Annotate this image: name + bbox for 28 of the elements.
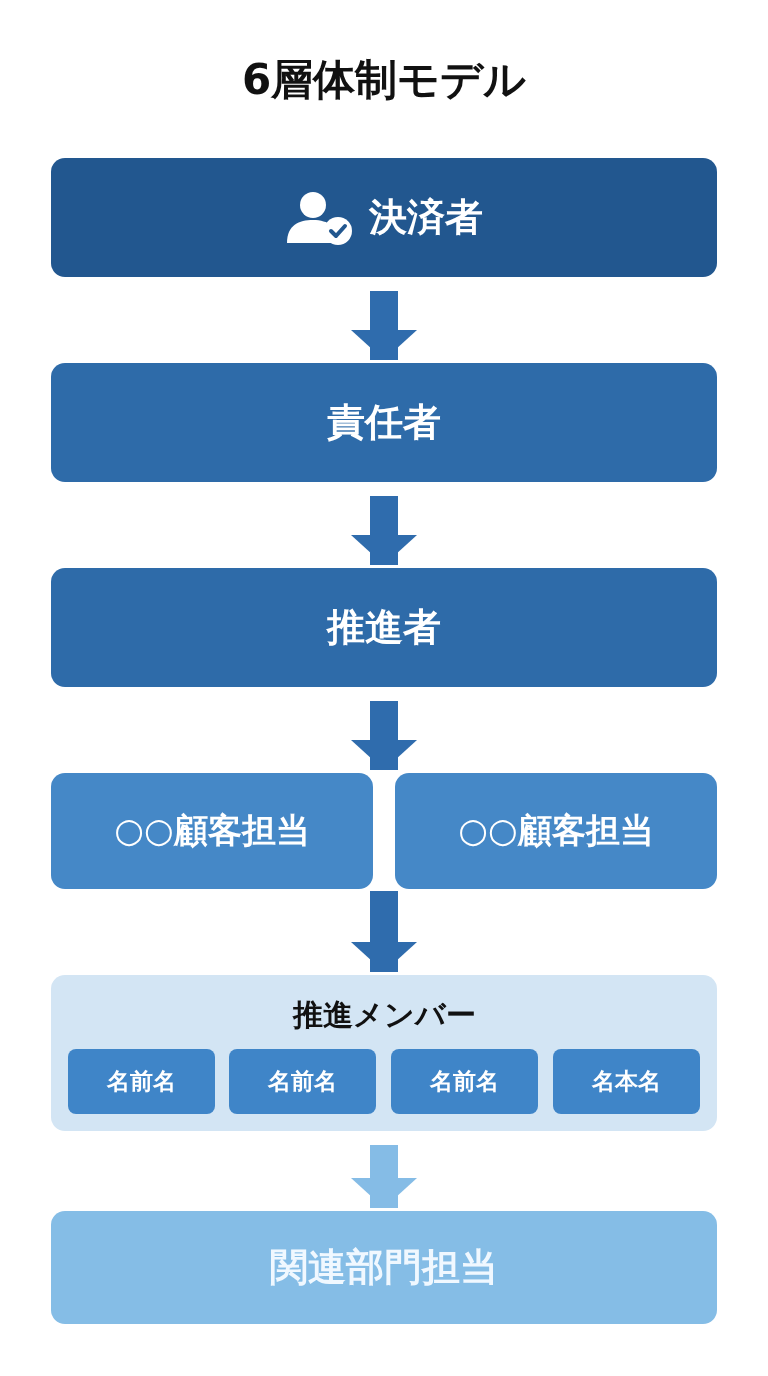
member-box xyxy=(391,1049,538,1114)
group-title: 推進メンバー xyxy=(291,996,477,1034)
member-box xyxy=(229,1049,376,1114)
diagram-title: 6層体制モデル xyxy=(240,54,528,106)
role-label: 名前名 xyxy=(430,1067,499,1096)
role-label: ○○顧客担当 xyxy=(458,809,654,852)
role-box xyxy=(395,773,717,889)
member-box xyxy=(68,1049,215,1114)
down-arrow xyxy=(351,496,417,565)
role-box xyxy=(51,363,717,482)
role-label: 責任者 xyxy=(327,399,441,446)
role-label: 推進者 xyxy=(327,604,441,651)
role-box xyxy=(51,158,717,277)
role-box xyxy=(51,568,717,687)
role-label: 決済者 xyxy=(369,194,483,241)
down-arrow xyxy=(351,291,417,360)
down-arrow xyxy=(351,1145,417,1208)
role-box xyxy=(51,773,373,889)
down-arrow xyxy=(351,891,417,972)
group-panel xyxy=(51,975,717,1131)
member-box xyxy=(553,1049,700,1114)
role-label: 関連部門担当 xyxy=(270,1244,498,1291)
role-label: 名本名 xyxy=(592,1067,661,1096)
role-box xyxy=(51,1211,717,1324)
down-arrow xyxy=(351,701,417,770)
role-label: 名前名 xyxy=(107,1067,176,1096)
role-label: ○○顧客担当 xyxy=(114,809,310,852)
role-label: 名前名 xyxy=(268,1067,337,1096)
